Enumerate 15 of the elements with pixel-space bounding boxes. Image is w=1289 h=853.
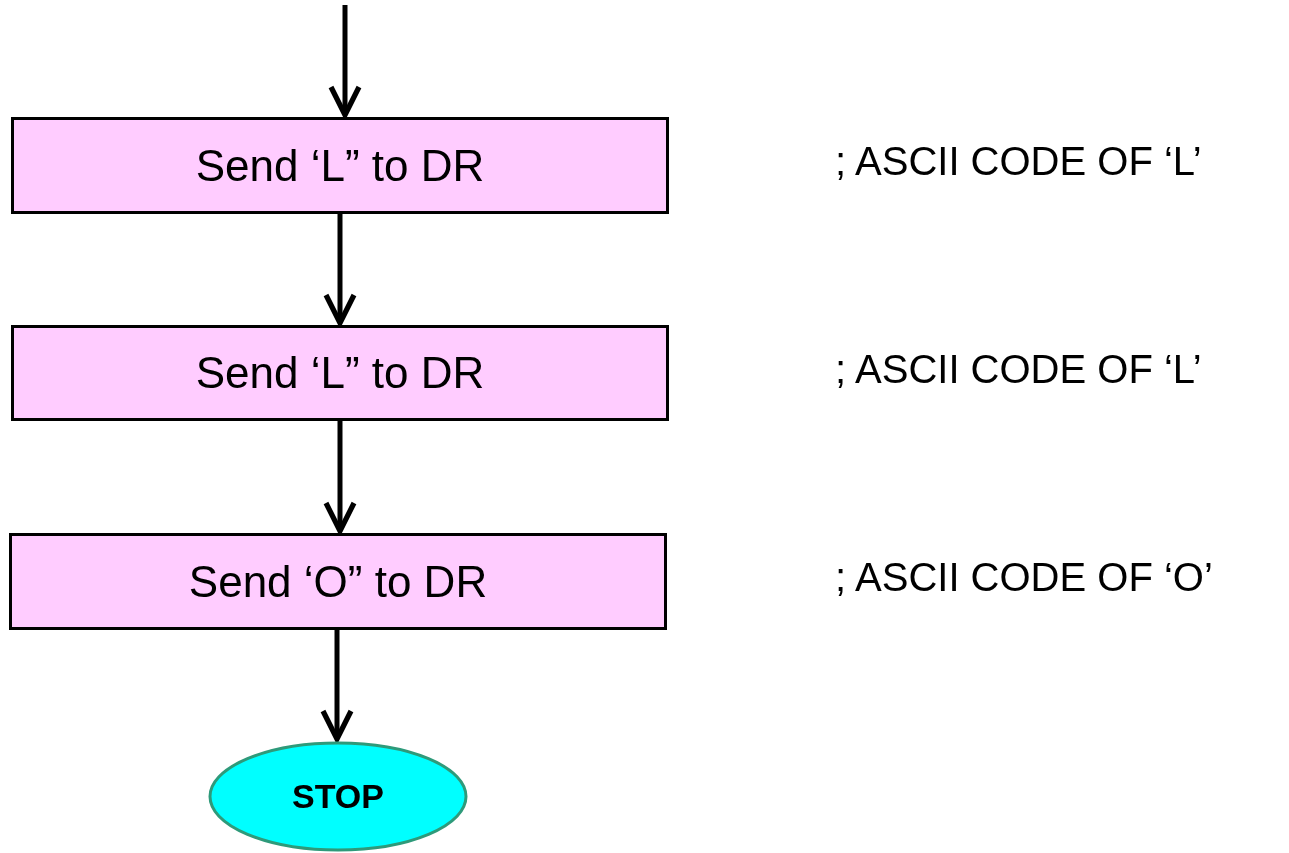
arrow	[328, 5, 362, 118]
comment-text: ; ASCII CODE OF ‘L’	[835, 347, 1202, 392]
comment-text: ; ASCII CODE OF ‘L’	[835, 139, 1202, 184]
node-text: Send ‘L” to DR	[195, 348, 485, 398]
process-box	[11, 117, 669, 214]
comment-text: ; ASCII CODE OF ‘O’	[835, 555, 1213, 600]
arrow	[320, 630, 354, 742]
node-text: Send ‘L” to DR	[195, 140, 485, 191]
terminal-ellipse	[208, 741, 468, 852]
process-box	[9, 533, 667, 630]
node-text: Send ‘O” to DR	[188, 556, 488, 607]
process-box	[11, 325, 669, 421]
node-text: STOP	[292, 777, 384, 816]
arrow	[323, 421, 357, 534]
arrow	[323, 214, 357, 326]
